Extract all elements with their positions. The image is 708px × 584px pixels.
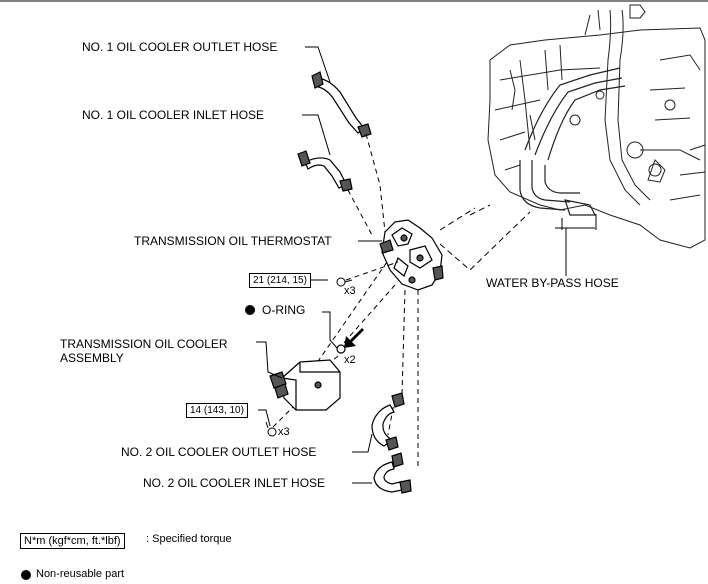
o-ring: [336, 344, 346, 354]
qty-orings: x2: [344, 354, 356, 366]
bullet-icon: [245, 305, 255, 315]
legend-torque-unit: N*m (kgf*cm, ft.*lbf): [20, 533, 125, 549]
label-no1-outlet: NO. 1 OIL COOLER OUTLET HOSE: [82, 40, 278, 54]
label-thermostat: TRANSMISSION OIL THERMOSTAT: [134, 234, 332, 248]
legend-nonreusable-text: Non-reusable part: [36, 568, 125, 580]
qty-cooler-bolts: x3: [278, 426, 290, 438]
water-pipes: [519, 67, 626, 216]
oil-thermostat: [379, 219, 444, 291]
thermostat-bolt: [336, 277, 353, 287]
label-cooler-line2: ASSEMBLY: [60, 351, 124, 365]
transaxle-drawing: [487, 4, 706, 249]
no2-inlet-hose: [373, 452, 412, 494]
torque-box-thermostat: 21 (214, 15): [249, 273, 311, 288]
arrow-icon: [344, 328, 364, 348]
label-no2-inlet: NO. 2 OIL COOLER INLET HOSE: [143, 476, 326, 490]
torque-box-cooler: 14 (143, 10): [186, 403, 248, 418]
no1-outlet-hose: [311, 71, 372, 138]
label-cooler-line1: TRANSMISSION OIL COOLER: [60, 337, 228, 351]
label-o-ring: O-RING: [262, 303, 306, 317]
label-no1-inlet: NO. 1 OIL COOLER INLET HOSE: [82, 108, 265, 122]
qty-thermostat-bolts: x3: [344, 285, 356, 297]
cooler-bolt: [265, 421, 277, 437]
label-water-bypass: WATER BY-PASS HOSE: [486, 276, 619, 290]
label-no2-outlet: NO. 2 OIL COOLER OUTLET HOSE: [121, 445, 317, 459]
no1-inlet-hose: [297, 150, 353, 192]
no2-outlet-hose: [371, 392, 405, 451]
legend-torque-text: : Specified torque: [146, 533, 232, 545]
bullet-icon: [21, 570, 31, 580]
oil-cooler: [269, 359, 341, 411]
